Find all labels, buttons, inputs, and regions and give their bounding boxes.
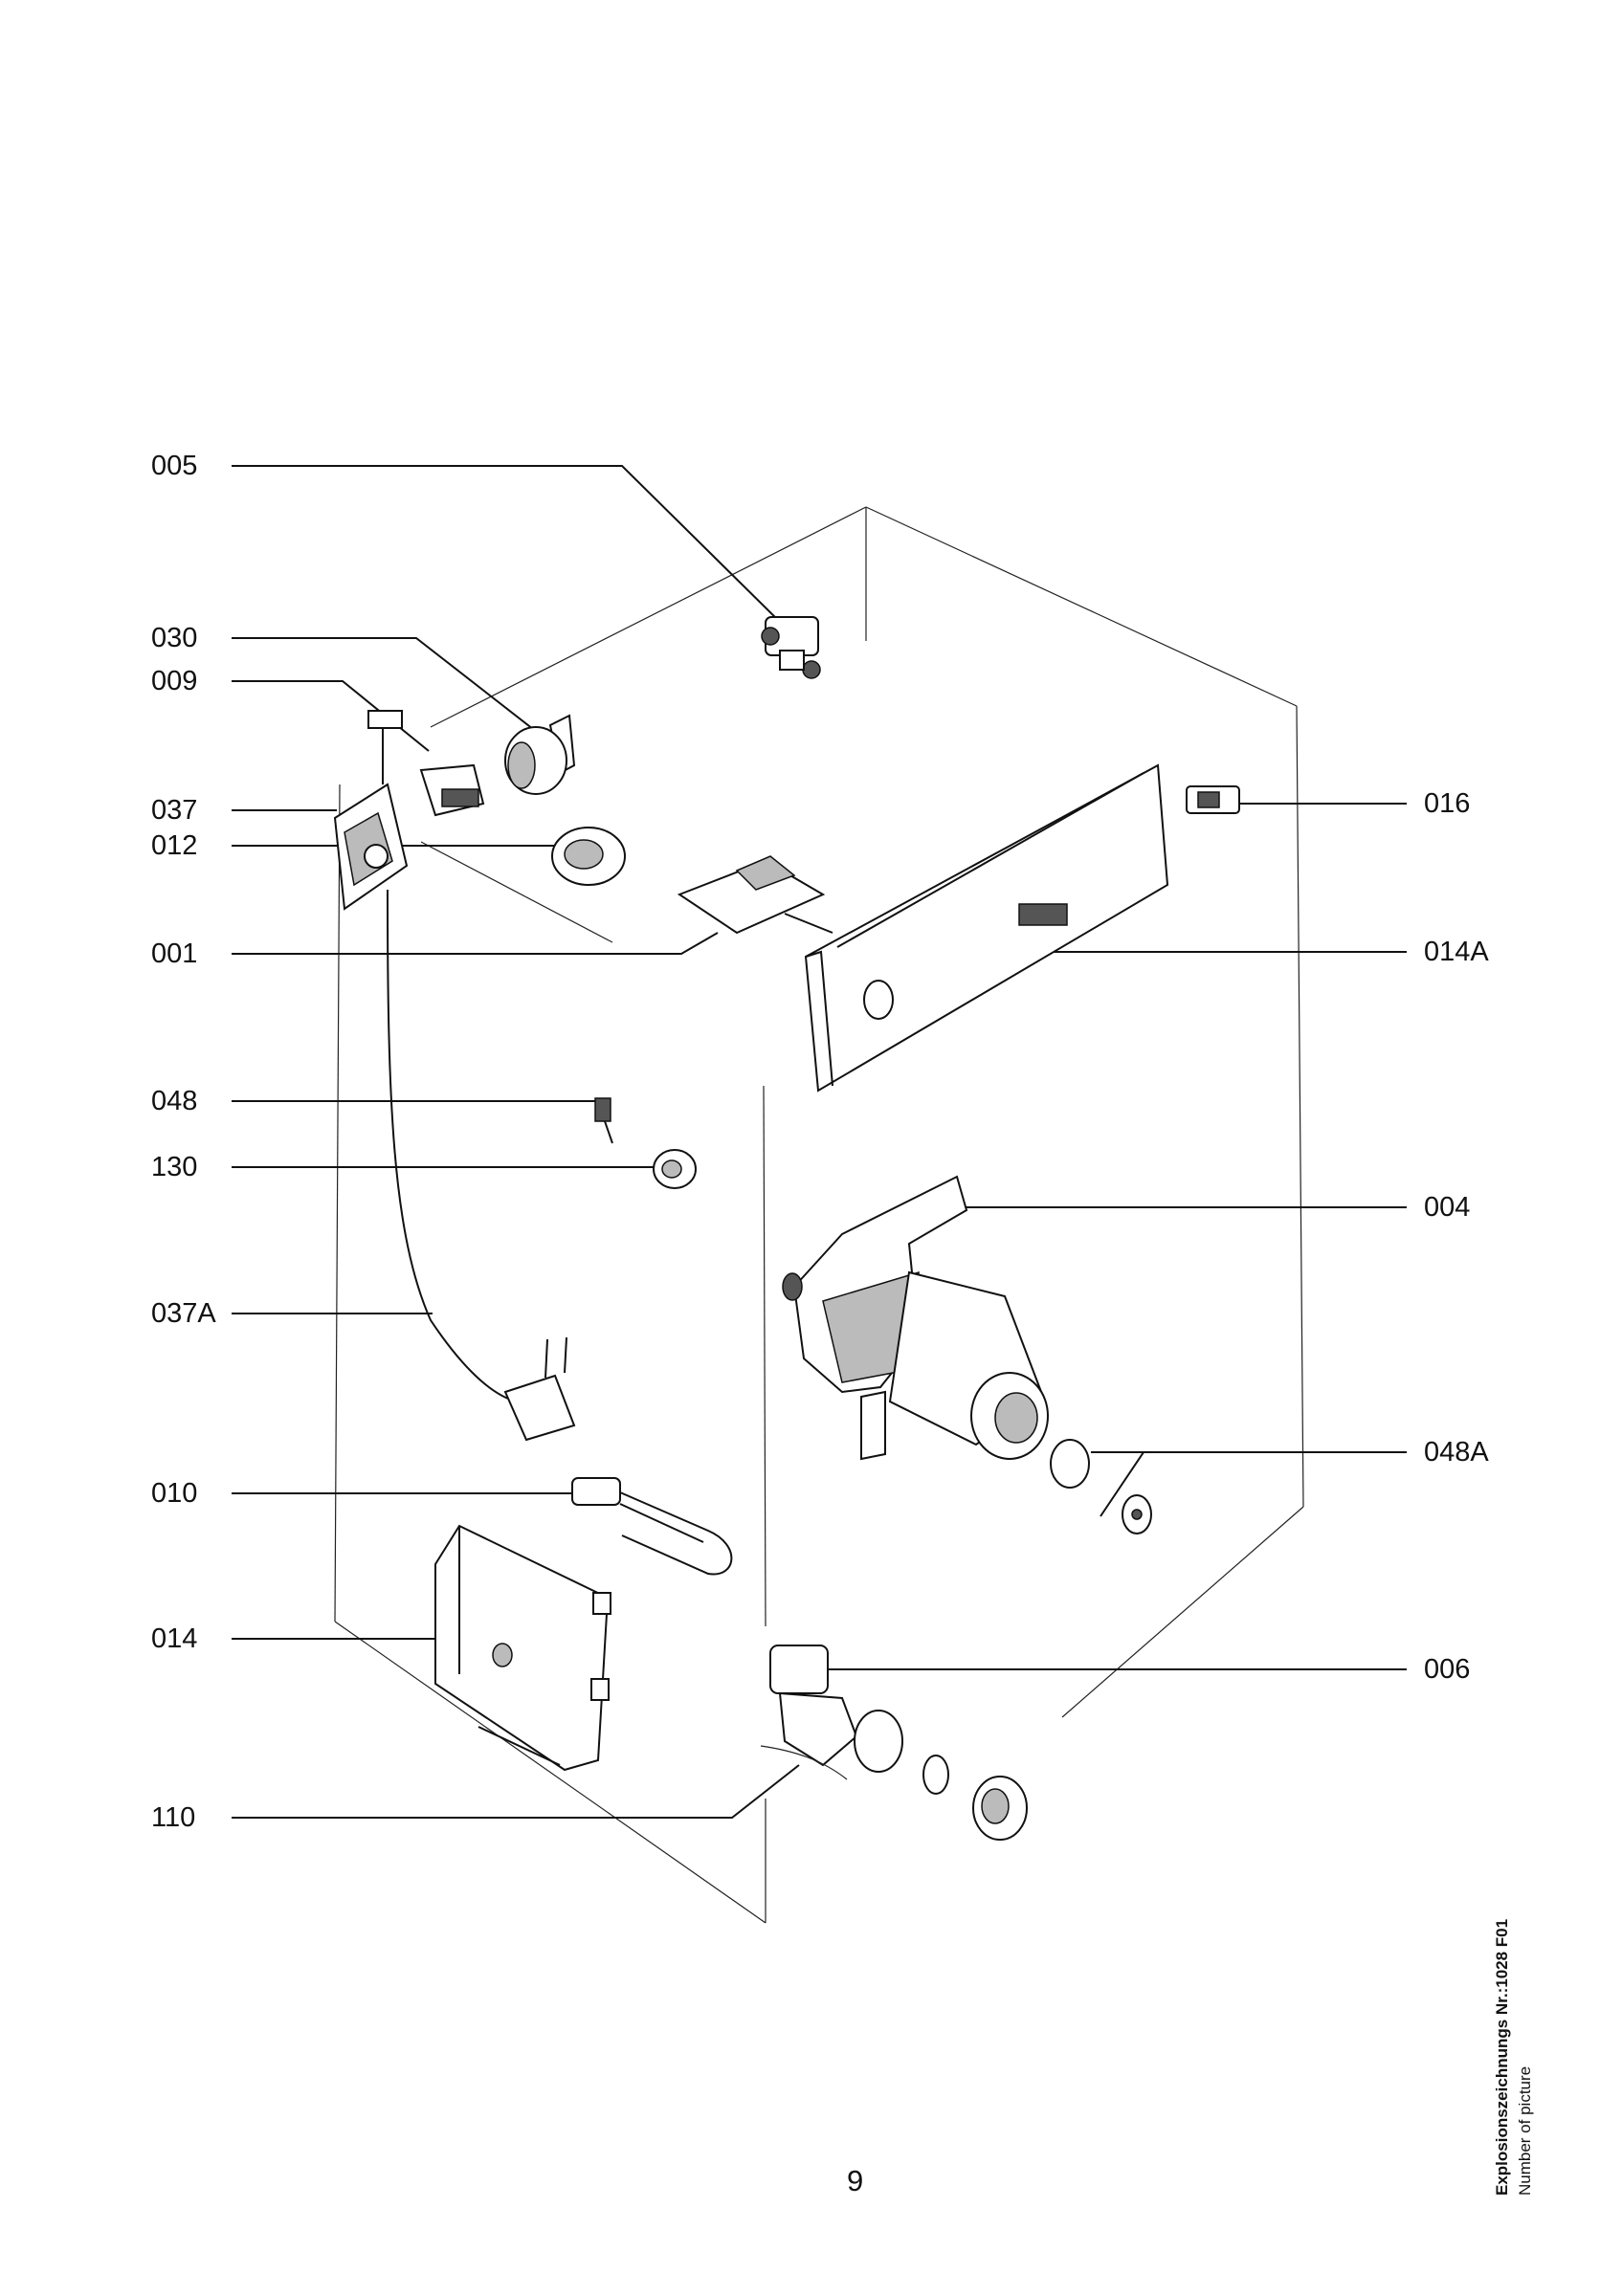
label-048: 048 [151,1086,198,1116]
part-048-sensor [594,1097,613,1144]
caption-drawing-number: Explosionszeichnungs Nr.:1028 F01 [1493,1918,1511,2196]
cabinet-outline [334,506,1304,1924]
part-037-door-lock [333,783,409,911]
label-005: 005 [151,451,198,481]
leader-lines-left [232,465,800,1819]
label-006: 006 [1424,1654,1471,1685]
part-014a-control-panel [804,763,1169,1093]
label-130: 130 [151,1152,198,1182]
part-030-capacitor [504,714,576,795]
part-014-module [434,1524,611,1772]
part-001-control-board [677,855,833,935]
part-012-selector [551,827,626,886]
page-number: 9 [847,2164,864,2197]
label-030: 030 [151,623,198,653]
part-130-pressure-switch [653,1149,697,1189]
part-048a-bearing [1050,1439,1152,1534]
part-016-switch [1186,785,1240,814]
caption-subtitle: Number of picture [1516,2065,1534,2196]
label-014a: 014A [1424,937,1489,967]
label-009: 009 [151,666,198,696]
part-010-heater [571,1477,733,1576]
label-001: 001 [151,938,198,969]
picture-caption: Explosionszeichnungs Nr.:1028 F01 Number… [1493,1889,1535,2196]
label-014: 014 [151,1623,198,1654]
label-037: 037 [151,795,198,826]
part-005-valve [761,616,821,679]
label-012: 012 [151,830,198,861]
label-010: 010 [151,1478,198,1509]
label-037a: 037A [151,1298,216,1329]
label-016: 016 [1424,788,1471,819]
part-037a-power-cable [387,889,576,1442]
label-110: 110 [151,1802,196,1833]
part-006-drain-pump [769,1645,1028,1841]
part-004-motor [782,1175,1049,1461]
label-004: 004 [1424,1192,1471,1223]
part-009-filter [367,710,485,817]
label-048a: 048A [1424,1437,1489,1468]
part-110-clip [760,1745,848,1780]
